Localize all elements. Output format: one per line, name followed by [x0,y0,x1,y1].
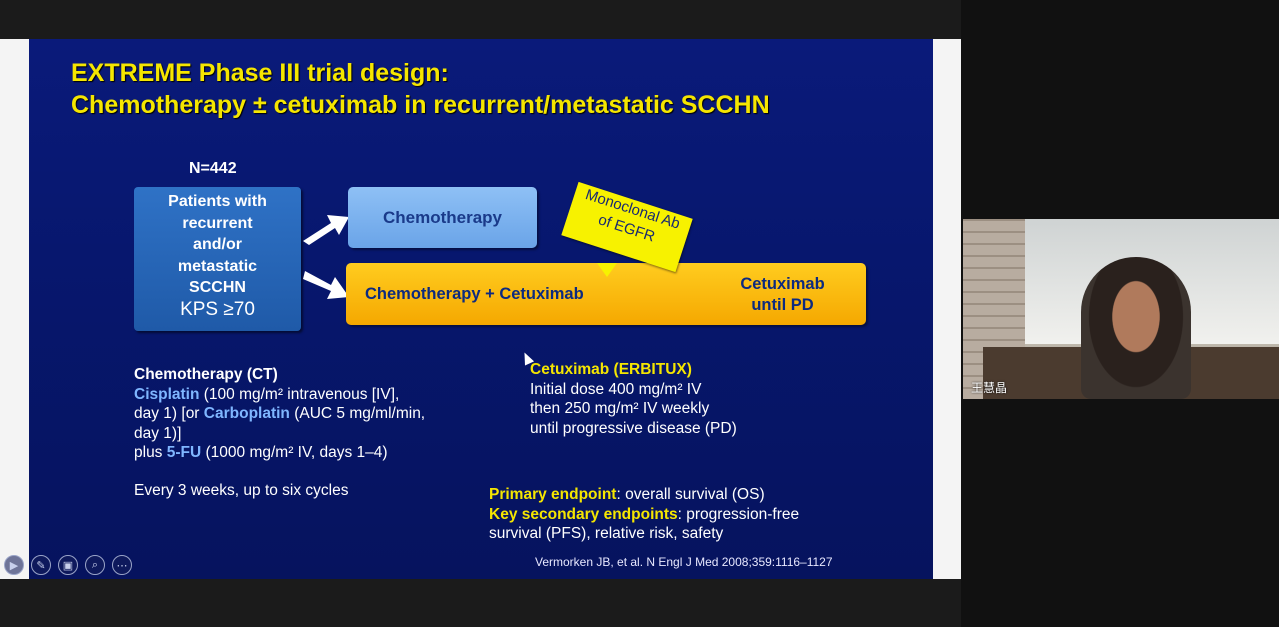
secondary-endpoints-text2: survival (PFS), relative risk, safety [489,525,724,542]
secondary-endpoints-label: Key secondary endpoints [489,505,678,523]
cetuximab-line: Initial dose 400 mg/m² IV [530,380,702,398]
title-line-1: EXTREME Phase III trial design: [71,59,449,87]
participant-video-tile[interactable]: 王慧晶 [963,219,1279,399]
cetuximab-line: until progressive disease (PD) [530,419,737,437]
cisplatin-label: Cisplatin [134,385,200,403]
arrow-to-combo [303,271,349,299]
endpoints: Primary endpoint: overall survival (OS) … [489,485,869,544]
patients-line: metastatic [177,257,258,275]
play-icon[interactable]: ▶ [4,555,24,575]
slides-icon[interactable]: ▣ [58,555,78,575]
callout-pointer [597,263,617,277]
maintenance-label: Cetuximab until PD [730,274,835,316]
ct-day1: day 1) [or [134,405,204,422]
cisplatin-dose: (100 mg/m² intravenous [IV], [199,385,400,403]
patients-box: Patients with recurrent and/or metastati… [134,187,301,331]
ct-plus: plus [134,444,167,461]
ct-schedule: Every 3 weeks, up to six cycles [134,482,349,499]
participant-avatar [1081,257,1191,399]
primary-endpoint-label: Primary endpoint [489,486,617,503]
shared-slide: EXTREME Phase III trial design: Chemothe… [29,39,933,579]
more-icon[interactable]: ⋯ [112,555,132,575]
cetuximab-heading: Cetuximab (ERBITUX) [530,361,692,378]
patients-line: SCCHN [189,279,246,296]
chemo-arm-box: Chemotherapy [348,187,537,248]
cetuximab-line: then 250 mg/m² IV weekly [530,400,710,417]
maintenance-line: until PD [751,296,814,314]
citation: Vermorken JB, et al. N Engl J Med 2008;3… [535,555,833,569]
chemo-details: Chemotherapy (CT) Cisplatin (100 mg/m² i… [134,365,474,463]
presentation-pane: EXTREME Phase III trial design: Chemothe… [0,39,961,579]
patients-line: recurrent [182,214,253,232]
mab-callout: Monoclonal Ab of EGFR [561,181,693,273]
carboplatin-label: Carboplatin [203,405,290,422]
maintenance-line: Cetuximab [740,275,825,293]
participant-name: 王慧晶 [971,381,1008,395]
primary-endpoint-text: : overall survival (OS) [616,486,765,503]
combo-arm-label: Chemotherapy + Cetuximab [365,285,584,303]
slideshow-controls: ▶ ✎ ▣ ⌕ ⋯ [4,555,132,575]
zoom-icon[interactable]: ⌕ [85,555,105,575]
patients-line: and/or [193,236,242,253]
ct-heading: Chemotherapy (CT) [134,366,278,383]
pen-icon[interactable]: ✎ [31,555,51,575]
carboplatin-dose: (AUC 5 mg/ml/min, [289,405,426,422]
sample-size: N=442 [189,160,237,177]
ct-day1-close: day 1)] [134,424,182,442]
cetuximab-details: Cetuximab (ERBITUX) Initial dose 400 mg/… [530,360,850,438]
secondary-endpoints-text: : progression-free [677,505,800,523]
slide-title: EXTREME Phase III trial design: Chemothe… [71,57,770,121]
fu-label: 5-FU [166,444,202,461]
arrow-to-chemo [303,215,349,245]
patients-line: Patients with [168,193,267,210]
kps-label: KPS ≥70 [180,298,255,320]
title-line-2: Chemotherapy ± cetuximab in recurrent/me… [71,91,770,119]
fu-dose: (1000 mg/m² IV, days 1–4) [201,444,388,461]
